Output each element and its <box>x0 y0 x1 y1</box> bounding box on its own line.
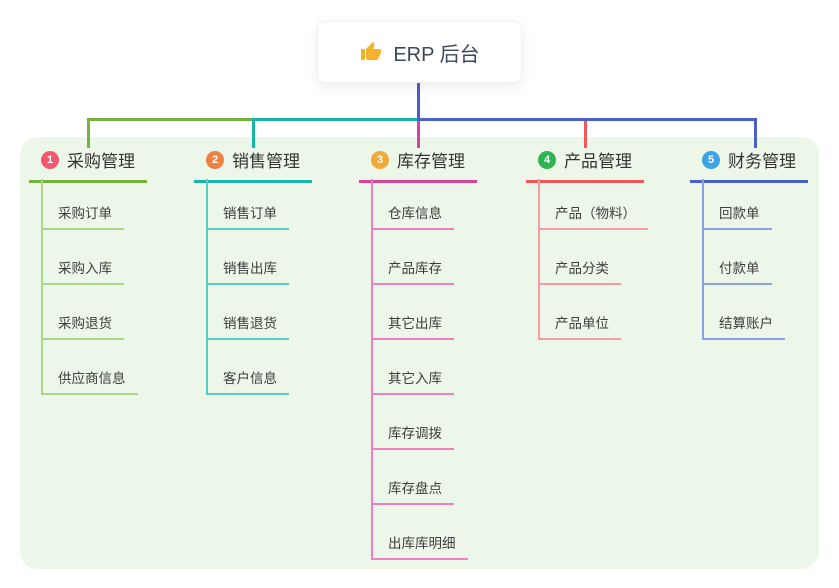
tree-node[interactable]: 结算账户 <box>702 316 785 340</box>
bus-segment-blue <box>417 118 757 121</box>
branch-connector-vline <box>41 179 43 395</box>
branch-header-finance[interactable]: 5 财务管理 <box>690 147 808 183</box>
tree-node[interactable]: 采购退货 <box>41 316 124 340</box>
branch-number-badge: 5 <box>702 150 720 169</box>
branch-label: 库存管理 <box>397 152 465 171</box>
tree-node[interactable]: 客户信息 <box>206 371 289 395</box>
tree-node[interactable]: 销售出库 <box>206 261 289 285</box>
bus-segment-teal <box>252 118 419 121</box>
tree-node[interactable]: 产品单位 <box>538 316 621 340</box>
tree-node[interactable]: 库存盘点 <box>371 481 454 505</box>
branch-number-badge: 4 <box>538 150 556 169</box>
thumbs-up-icon <box>359 40 383 64</box>
tree-node[interactable]: 回款单 <box>702 206 772 230</box>
branch-label: 产品管理 <box>564 152 632 171</box>
branch-drop-line <box>252 118 255 148</box>
branch-drop-line <box>584 118 587 148</box>
branch-number-badge: 2 <box>206 150 224 169</box>
tree-node[interactable]: 其它出库 <box>371 316 454 340</box>
tree-node[interactable]: 采购订单 <box>41 206 124 230</box>
tree-node[interactable]: 供应商信息 <box>41 371 138 395</box>
tree-node[interactable]: 销售订单 <box>206 206 289 230</box>
branch-header-sales[interactable]: 2 销售管理 <box>194 147 312 183</box>
branch-label: 销售管理 <box>232 152 300 171</box>
branch-number-badge: 1 <box>41 150 59 169</box>
tree-node[interactable]: 出库库明细 <box>371 536 468 560</box>
branch-connector-vline <box>371 179 373 560</box>
branch-drop-line <box>87 118 90 148</box>
group-background-panel <box>20 137 819 569</box>
branch-connector-vline <box>538 179 540 340</box>
tree-node[interactable]: 销售退货 <box>206 316 289 340</box>
tree-node[interactable]: 仓库信息 <box>371 206 454 230</box>
root-title: ERP 后台 <box>393 43 480 66</box>
branch-number-badge: 3 <box>371 150 389 169</box>
tree-node[interactable]: 付款单 <box>702 261 772 285</box>
tree-node[interactable]: 其它入库 <box>371 371 454 395</box>
tree-node[interactable]: 产品（物料） <box>538 206 648 230</box>
branch-header-product[interactable]: 4 产品管理 <box>526 147 644 183</box>
root-connector-line <box>417 83 420 119</box>
tree-node[interactable]: 产品库存 <box>371 261 454 285</box>
tree-node[interactable]: 采购入库 <box>41 261 124 285</box>
branch-drop-line <box>417 118 420 148</box>
branch-drop-line <box>754 118 757 148</box>
tree-node[interactable]: 产品分类 <box>538 261 621 285</box>
branch-label: 采购管理 <box>67 152 135 171</box>
branch-header-purchase[interactable]: 1 采购管理 <box>29 147 147 183</box>
branch-label: 财务管理 <box>728 152 796 171</box>
bus-segment-green <box>87 118 254 121</box>
branch-connector-vline <box>702 179 704 340</box>
branch-connector-vline <box>206 179 208 395</box>
branch-header-inventory[interactable]: 3 库存管理 <box>359 147 477 183</box>
tree-node[interactable]: 库存调拨 <box>371 426 454 450</box>
root-node-card[interactable]: ERP 后台 <box>317 21 522 83</box>
